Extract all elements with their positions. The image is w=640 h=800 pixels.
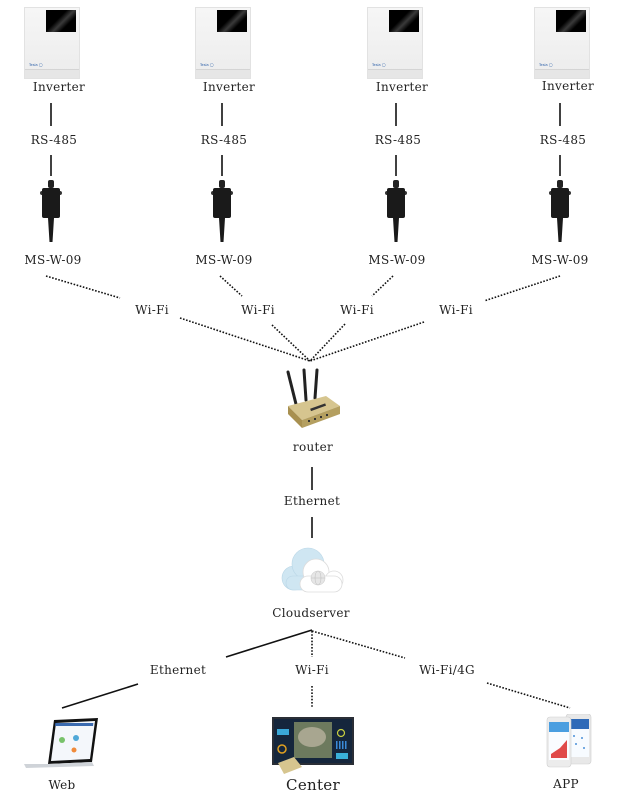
- inverter-device-3: Tesla ◯: [367, 7, 423, 79]
- wifi-dongle-icon: [549, 180, 571, 242]
- app-label: APP: [553, 777, 579, 791]
- wifi-3-router-line: [309, 323, 346, 362]
- inverter-device-4: Tesla ◯: [534, 7, 590, 79]
- wifi-dongle-icon: [385, 180, 407, 242]
- web-ethernet-label: Ethernet: [149, 663, 207, 677]
- inverter-device-1: Tesla ◯: [24, 7, 80, 79]
- rs485-label-3: RS-485: [374, 133, 422, 147]
- app-wifi4g-label: Wi-Fi/4G: [419, 663, 475, 677]
- center-wifi-label: Wi-Fi: [295, 663, 329, 677]
- wifi-label-1: Wi-Fi: [135, 303, 169, 317]
- inverter-screen: [556, 10, 586, 32]
- gateway-label-1: MS-W-09: [24, 253, 82, 267]
- wifi-label-2: Wi-Fi: [241, 303, 275, 317]
- wifi-1-router-line: [179, 317, 311, 362]
- laptop-icon: [24, 718, 98, 768]
- dongle-2-wifi-line: [219, 275, 243, 297]
- wifi-label-3: Wi-Fi: [340, 303, 374, 317]
- inverter-screen: [217, 10, 247, 32]
- wifi-dongle-icon: [211, 180, 233, 242]
- cloud-app-line-bottom: [486, 682, 571, 709]
- router-icon: [286, 368, 340, 428]
- inverter-brand: Tesla ◯: [539, 63, 553, 67]
- gateway-label-3: MS-W-09: [368, 253, 426, 267]
- inverter-label-1: Inverter: [32, 80, 86, 94]
- cloud-web-line-bottom: [61, 683, 139, 709]
- cloud-server-icon: [281, 547, 344, 593]
- dongle-3-wifi-line: [371, 275, 394, 297]
- cloud-app-line-top: [311, 630, 406, 659]
- rs485-label-2: RS-485: [200, 133, 248, 147]
- inverter-brand: Tesla ◯: [372, 63, 386, 67]
- monitor-screen-icon: [272, 717, 354, 774]
- dongle-4-wifi-line: [483, 275, 561, 302]
- inverter-brand: Tesla ◯: [200, 63, 214, 67]
- wifi-dongle-icon: [40, 180, 62, 242]
- inverter-brand: Tesla ◯: [29, 63, 43, 67]
- router-label: router: [292, 440, 334, 454]
- inverter-label-3: Inverter: [375, 80, 429, 94]
- router-ethernet-label: Ethernet: [283, 494, 341, 508]
- rs485-label-4: RS-485: [539, 133, 587, 147]
- gateway-label-4: MS-W-09: [531, 253, 589, 267]
- smartphone-icon: [546, 714, 592, 768]
- wifi-2-router-line: [271, 324, 311, 362]
- dongle-1-wifi-line: [45, 275, 121, 299]
- web-label: Web: [48, 778, 76, 792]
- inverter-label-2: Inverter: [202, 80, 256, 94]
- wifi-4-router-line: [309, 321, 425, 362]
- inverter-label-4: Inverter: [541, 79, 595, 93]
- inverter-screen: [46, 10, 76, 32]
- inverter-screen: [389, 10, 419, 32]
- wifi-label-4: Wi-Fi: [439, 303, 473, 317]
- gateway-label-2: MS-W-09: [195, 253, 253, 267]
- cloud-server-label: Cloudserver: [272, 606, 350, 620]
- cloud-web-line-top: [225, 629, 313, 658]
- center-label: Center: [286, 776, 340, 794]
- inverter-device-2: Tesla ◯: [195, 7, 251, 79]
- rs485-label-1: RS-485: [30, 133, 78, 147]
